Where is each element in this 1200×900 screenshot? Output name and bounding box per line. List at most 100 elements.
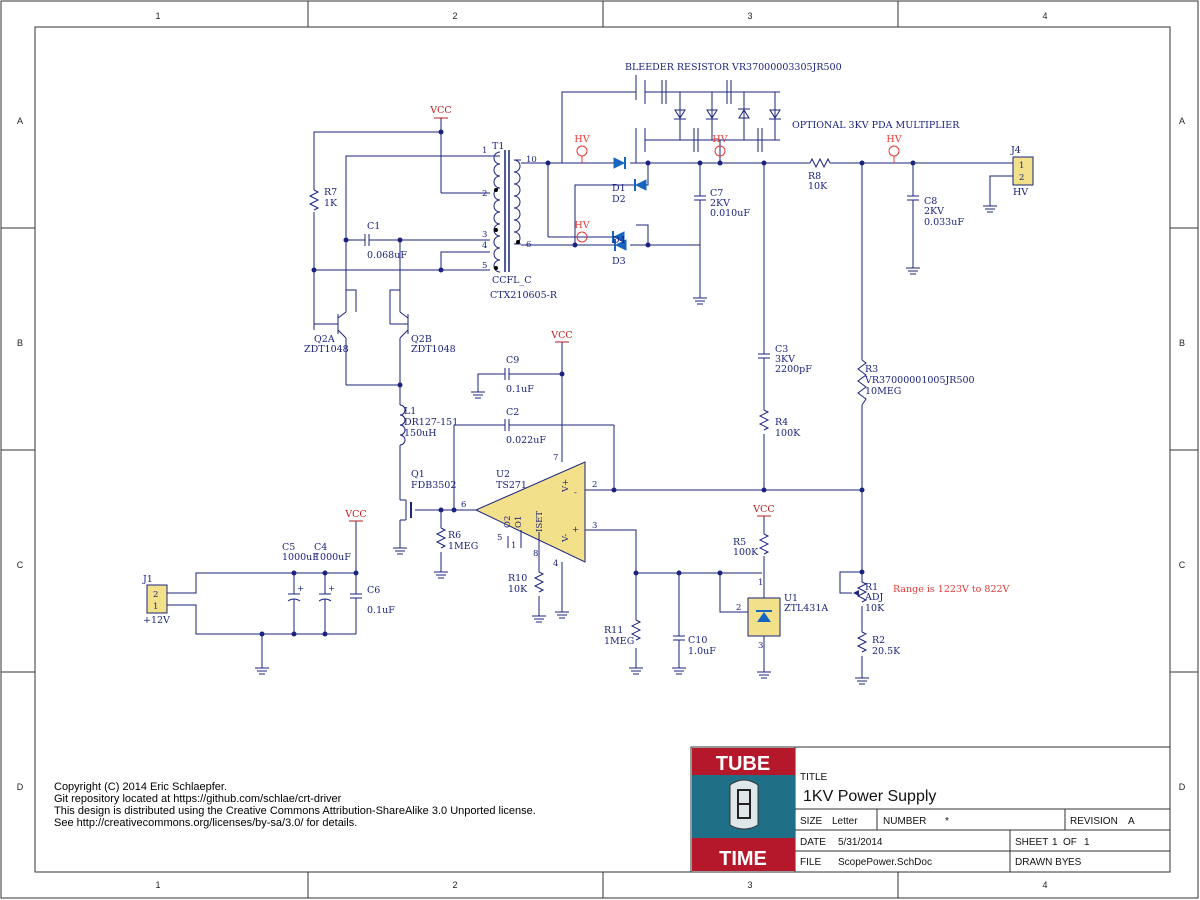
q2b-ref: Q2B	[411, 334, 432, 345]
file-value: ScopePower.SchDoc	[838, 857, 932, 868]
r7-body	[308, 189, 320, 211]
u2-label: V+	[561, 479, 571, 493]
t1-pin: 1	[482, 146, 487, 156]
r4-body	[758, 409, 770, 431]
r3-part: VR37000001005JR500	[864, 375, 975, 386]
c8-rating: 2KV	[924, 206, 944, 217]
r8-body	[809, 157, 831, 169]
u2-pin: 8	[533, 549, 538, 559]
u1-pin: 1	[758, 578, 763, 588]
vcc-label: VCC	[752, 504, 774, 515]
u2-value: TS271	[496, 480, 527, 491]
t1-part: CCFL_C	[492, 275, 531, 286]
r3-body	[857, 359, 867, 406]
u2-ref: U2	[496, 469, 510, 480]
col-label: 1	[155, 880, 160, 890]
u2-pin: 2	[592, 480, 597, 490]
row-label: B	[17, 338, 23, 348]
q2a-ref: Q2A	[314, 334, 335, 345]
hv-flags	[576, 145, 900, 243]
r5-ref: R5	[733, 537, 746, 548]
c5-value: 1000uF	[282, 552, 319, 563]
c4-value: 1000uF	[314, 552, 351, 563]
connector-j1	[146, 584, 168, 614]
r10-ref: R10	[508, 573, 527, 584]
u1-ref: U1	[784, 593, 798, 604]
r8-value: 10K	[808, 181, 828, 192]
u1-pin: 2	[736, 603, 741, 613]
vcc-symbols	[349, 117, 771, 522]
r11-value: 1MEG	[604, 636, 634, 647]
r11-ref: R11	[604, 625, 623, 636]
r3-value: 10MEG	[865, 386, 901, 397]
l1-part: DR127-151	[404, 417, 458, 428]
r6-ref: R6	[448, 530, 461, 541]
copyright-line: This design is distributed using the Cre…	[54, 805, 536, 817]
ground-symbols	[255, 205, 997, 685]
logo-top-text: TUBE	[716, 753, 770, 775]
shunt-regulator-u1	[747, 597, 781, 637]
c4-ref: C4	[314, 542, 327, 553]
hv-flag-label: HV	[574, 134, 589, 145]
u2-pin: 7	[553, 453, 558, 463]
opamp-u2	[474, 461, 586, 563]
drawn-value: ES	[1068, 857, 1082, 868]
d1-ref: D1	[612, 183, 626, 194]
diodes	[612, 157, 647, 251]
c7-ref: C7	[710, 188, 723, 199]
u2-label: V-	[561, 534, 571, 543]
u2-pin: 6	[461, 500, 466, 510]
row-label: D	[1179, 782, 1186, 792]
frame-labels: 1 2 3 4 1 2 3 4 A B C D A B C D	[17, 11, 1186, 890]
title-block	[690, 746, 1171, 873]
t1-pin: 4	[482, 241, 487, 251]
u2-label: ISET	[535, 511, 545, 532]
hv-flag-label: HV	[712, 134, 727, 145]
j1-value: +12V	[143, 615, 170, 626]
u1-value: ZTL431A	[784, 603, 828, 614]
r4-ref: R4	[775, 417, 788, 428]
j1-pin: 1	[153, 602, 158, 612]
r1-body	[856, 581, 868, 603]
copyright-line: Copyright (C) 2014 Eric Schlaepfer.	[54, 781, 227, 793]
u2-pin: 1	[511, 541, 516, 551]
polarity-mark: +	[328, 584, 335, 594]
j1-pin: 2	[153, 590, 158, 600]
r11-body	[630, 619, 642, 641]
revision-value: A	[1128, 816, 1135, 827]
col-label: 3	[747, 11, 752, 21]
c2-ref: C2	[506, 407, 519, 418]
t1-pin: 2	[482, 189, 487, 199]
hv-flag-label: HV	[574, 220, 589, 231]
sheet-value: 1	[1052, 837, 1058, 848]
r10-value: 10K	[508, 584, 528, 595]
q1-value: FDB3502	[411, 480, 456, 491]
t1-pin: 3	[482, 230, 487, 240]
c9-value: 0.1uF	[506, 384, 534, 395]
u2-label: +	[572, 525, 579, 535]
c6-value: 0.1uF	[367, 605, 395, 616]
junctions	[259, 129, 916, 637]
logo-bottom-text: TIME	[719, 848, 767, 870]
c3-ref: C3	[775, 344, 788, 355]
range-note: Range is 1223V to 822V	[893, 584, 1010, 595]
date-value: 5/31/2014	[838, 837, 883, 848]
tube-time-logo	[692, 748, 795, 871]
q1-ref: Q1	[411, 469, 425, 480]
j4-value: HV	[1013, 187, 1028, 198]
c8-value: 0.033uF	[924, 217, 964, 228]
transistor-q2a	[314, 300, 347, 339]
number-label: NUMBER	[883, 816, 926, 827]
transformer-t1	[490, 150, 521, 273]
multiplier-note: OPTIONAL 3KV PDA MULTIPLIER	[792, 120, 960, 131]
c2-value: 0.022uF	[506, 435, 546, 446]
u2-label: -	[574, 488, 577, 498]
number-value: *	[945, 816, 949, 827]
connector-j4	[1012, 156, 1034, 186]
q2b-value: ZDT1048	[411, 344, 456, 355]
r1-value: 10K	[865, 603, 885, 614]
size-label: SIZE	[800, 816, 823, 827]
r7-value: 1K	[324, 198, 338, 209]
r2-ref: R2	[872, 635, 885, 646]
